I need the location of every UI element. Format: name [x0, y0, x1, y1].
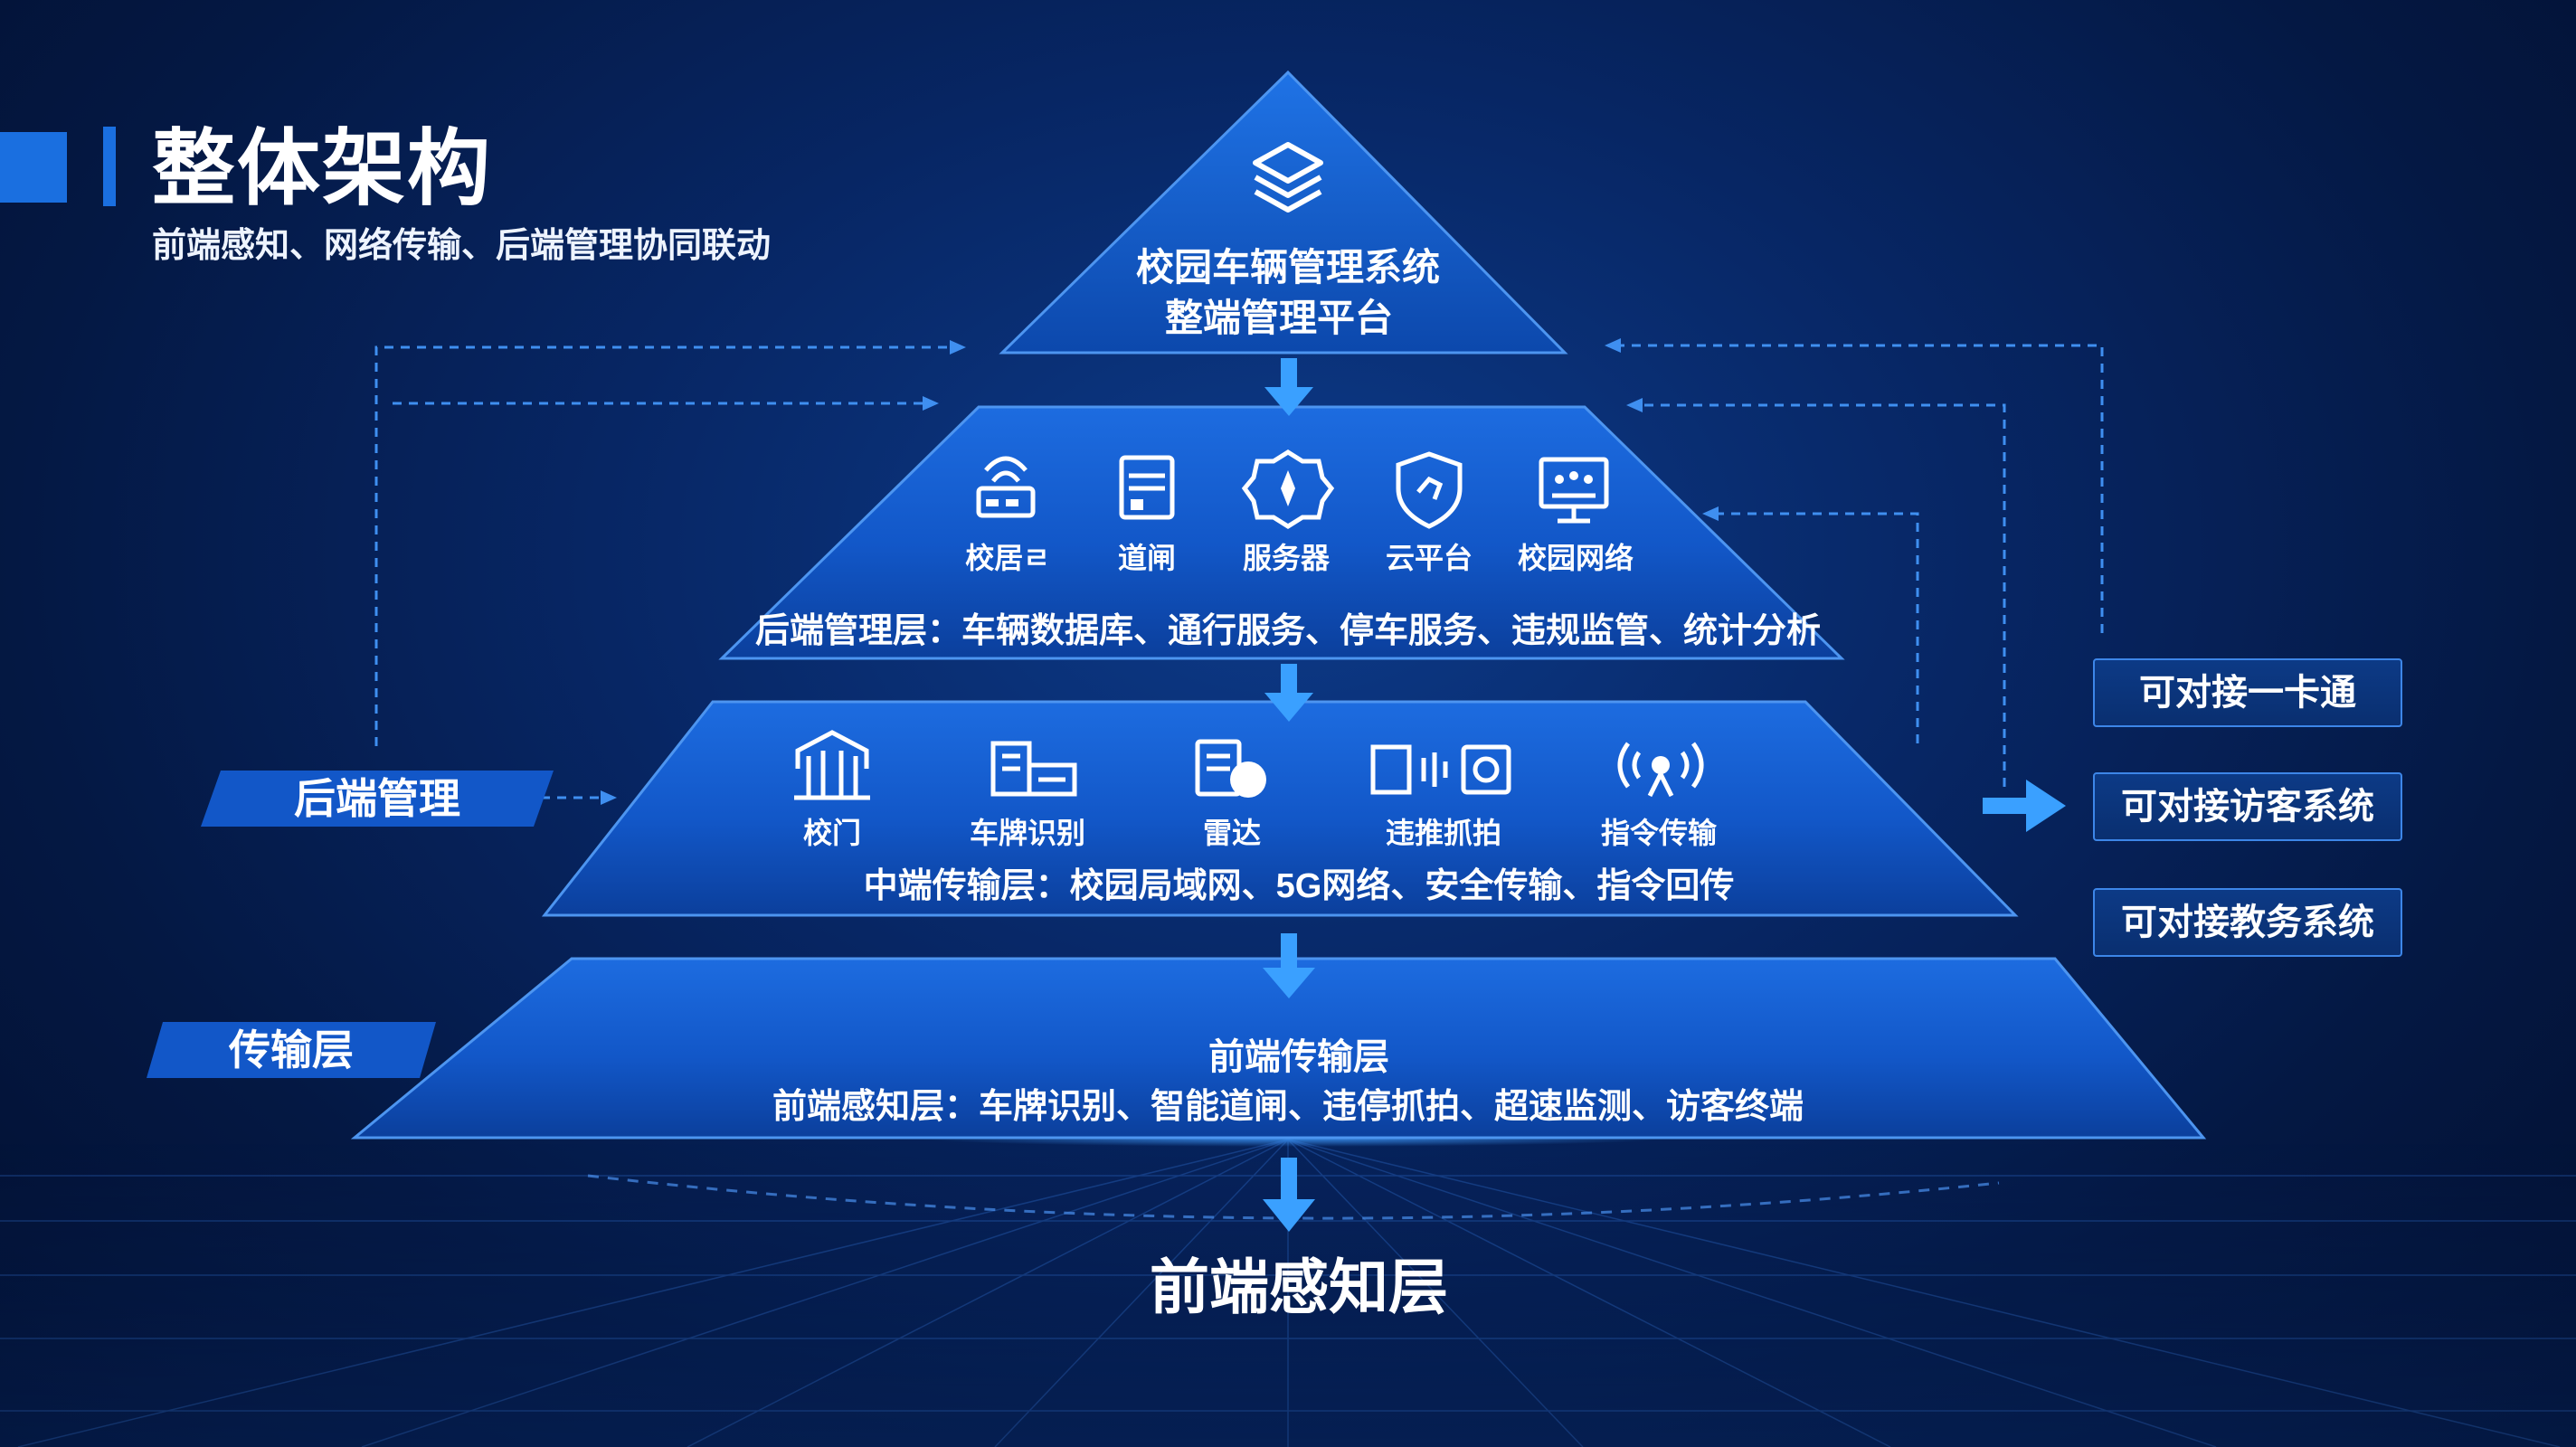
apex-title-line1: 校园车辆管理系统	[1135, 246, 1441, 288]
down-arrow-icon	[1264, 664, 1313, 722]
middle-item-label: 违推抓拍	[1385, 817, 1502, 849]
capture-camera-icon	[1370, 744, 1511, 795]
barrier-gate-icon	[1119, 455, 1175, 520]
arrow-left-icon	[1626, 398, 1643, 412]
accent-square	[0, 132, 67, 203]
campus-gate-icon	[794, 730, 870, 800]
middle-layer	[541, 700, 2019, 917]
backend-item-label: 道闸	[1117, 542, 1177, 574]
radar-icon	[1195, 739, 1266, 798]
arrow-right-icon	[923, 396, 939, 411]
page-title: 整体架构	[152, 123, 493, 215]
integration-visitor-system[interactable]: 可对接访客系统	[2093, 772, 2402, 841]
shield-icon	[1396, 451, 1463, 529]
side-tab-transport: 传输层	[147, 1022, 436, 1078]
down-arrows	[1263, 358, 1315, 1232]
license-plate-icon	[990, 741, 1077, 797]
front-layer-description: 前端感知层：车牌识别、智能道闸、违停抓拍、超速监测、访客终端	[772, 1088, 1804, 1126]
side-tab-transport-label: 传输层	[229, 1026, 354, 1073]
backend-layer-description: 后端管理层：车辆数据库、通行服务、停车服务、违规监管、统计分析	[754, 612, 1822, 650]
middle-layer-description: 中端传输层：校园局域网、5G网络、安全传输、指令回传	[863, 867, 1735, 905]
integration-arrow-icon	[1983, 780, 2066, 832]
arrow-right-icon	[601, 790, 617, 805]
monitor-network-icon	[1539, 457, 1609, 524]
page-subtitle: 前端感知、网络传输、后端管理协同联动	[152, 227, 772, 265]
front-layer	[350, 957, 2207, 1140]
backend-item-label: 校园网络	[1517, 542, 1634, 574]
apex-title-line2: 整端管理平台	[1164, 297, 1394, 339]
router-icon	[976, 456, 1036, 518]
arrow-right-icon	[950, 340, 966, 355]
arrow-left-icon	[1702, 506, 1719, 521]
integration-card-ic[interactable]: 可对接一卡通	[2093, 658, 2402, 727]
middle-item-label: 指令传输	[1600, 817, 1718, 849]
layers-icon	[1253, 142, 1323, 213]
middle-item-label: 车牌识别	[969, 817, 1086, 849]
signal-antenna-icon	[1617, 742, 1704, 798]
right-connectors	[1621, 344, 2104, 787]
arrow-left-icon	[1605, 338, 1621, 353]
apex-layer	[999, 70, 1568, 355]
backend-item-label: 云平台	[1385, 542, 1473, 574]
backend-item-label: 服务器	[1242, 542, 1331, 574]
down-arrow-icon	[1263, 933, 1315, 998]
down-arrow-icon	[1263, 1158, 1315, 1232]
front-layer-title: 前端传输层	[1208, 1037, 1389, 1077]
accent-bar	[103, 127, 116, 206]
down-arrow-icon	[1264, 358, 1313, 416]
bottom-layer-label: 前端感知层	[1150, 1253, 1448, 1320]
backend-item-label: 校居ㄹ	[965, 542, 1050, 574]
integration-academic-system[interactable]: 可对接教务系统	[2093, 888, 2402, 957]
middle-item-label: 校门	[802, 817, 862, 849]
backend-layer	[718, 405, 1845, 660]
side-tab-backend: 后端管理	[201, 771, 554, 827]
server-badge-icon	[1241, 449, 1335, 529]
left-connectors	[374, 345, 950, 799]
side-tab-backend-label: 后端管理	[294, 775, 460, 822]
middle-item-label: 雷达	[1202, 817, 1262, 849]
